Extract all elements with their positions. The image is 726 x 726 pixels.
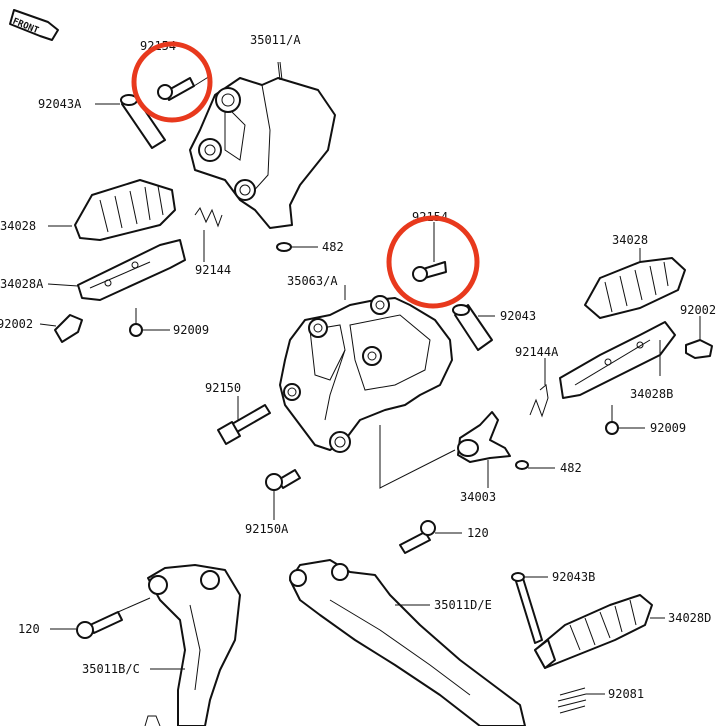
label-92009-right: 92009	[650, 421, 686, 435]
bracket-35011de	[289, 559, 526, 726]
label-35011bc: 35011B/C	[82, 662, 140, 676]
footpeg-34028a	[77, 239, 186, 301]
bolt-92154-mid	[412, 261, 447, 282]
label-120-right: 120	[467, 526, 489, 540]
footpeg-rubber-34028-left	[74, 179, 176, 241]
collar-92043a	[120, 94, 166, 149]
label-35011a: 35011/A	[250, 33, 301, 47]
washer-482-right	[515, 460, 529, 470]
bracket-35011a	[189, 61, 336, 229]
footpeg-34028d	[534, 594, 653, 669]
bolt-120-right	[399, 520, 436, 554]
bracket-35011bc	[144, 564, 241, 726]
label-34028-right: 34028	[612, 233, 648, 247]
label-34028a: 34028A	[0, 277, 44, 291]
label-92150: 92150	[205, 381, 241, 395]
pin-92043b	[511, 572, 543, 644]
spring-92081	[557, 687, 587, 714]
collar-92043	[452, 304, 493, 351]
highlight-circles	[131, 41, 480, 309]
bolt-92150	[217, 404, 271, 445]
label-34003: 34003	[460, 490, 496, 504]
spring-92144a	[529, 384, 549, 418]
label-482-right: 482	[560, 461, 582, 475]
label-34028b: 34028B	[630, 387, 673, 401]
bolt-120-left	[76, 611, 123, 639]
front-direction-marker: FRONT	[9, 9, 59, 41]
label-34028d: 34028D	[668, 611, 711, 625]
pivot-34003	[379, 411, 511, 489]
label-92002-right: 92002	[680, 303, 716, 317]
bolt-92150a	[265, 469, 301, 491]
label-120-left: 120	[18, 622, 40, 636]
bolt-92009-right	[605, 405, 619, 435]
label-92144a: 92144A	[515, 345, 559, 359]
footpeg-34028b	[559, 321, 676, 399]
label-92081: 92081	[608, 687, 644, 701]
label-92009-left: 92009	[173, 323, 209, 337]
label-92002-left: 92002	[0, 317, 33, 331]
bracket-35063a	[279, 295, 453, 453]
label-92043b: 92043B	[552, 570, 595, 584]
label-35063a: 35063/A	[287, 274, 338, 288]
rubber-92002-left	[54, 314, 83, 343]
label-92043: 92043	[500, 309, 536, 323]
leader-lines	[39, 61, 701, 695]
label-34028-left: 34028	[0, 219, 36, 233]
label-92144: 92144	[195, 263, 231, 277]
label-92150a: 92150A	[245, 522, 289, 536]
bolt-92154-top	[157, 75, 211, 101]
spring-92144	[194, 206, 223, 228]
label-35011de: 35011D/E	[434, 598, 492, 612]
highlight-circle-92154-top	[131, 41, 213, 123]
highlight-circle-92154-mid	[386, 215, 480, 309]
washer-482-top	[276, 242, 292, 252]
footpeg-rubber-34028-right	[584, 257, 686, 319]
label-92043a: 92043A	[38, 97, 82, 111]
label-482-top: 482	[322, 240, 344, 254]
bolt-92009-left	[129, 308, 143, 337]
rubber-92002-right	[685, 339, 713, 359]
